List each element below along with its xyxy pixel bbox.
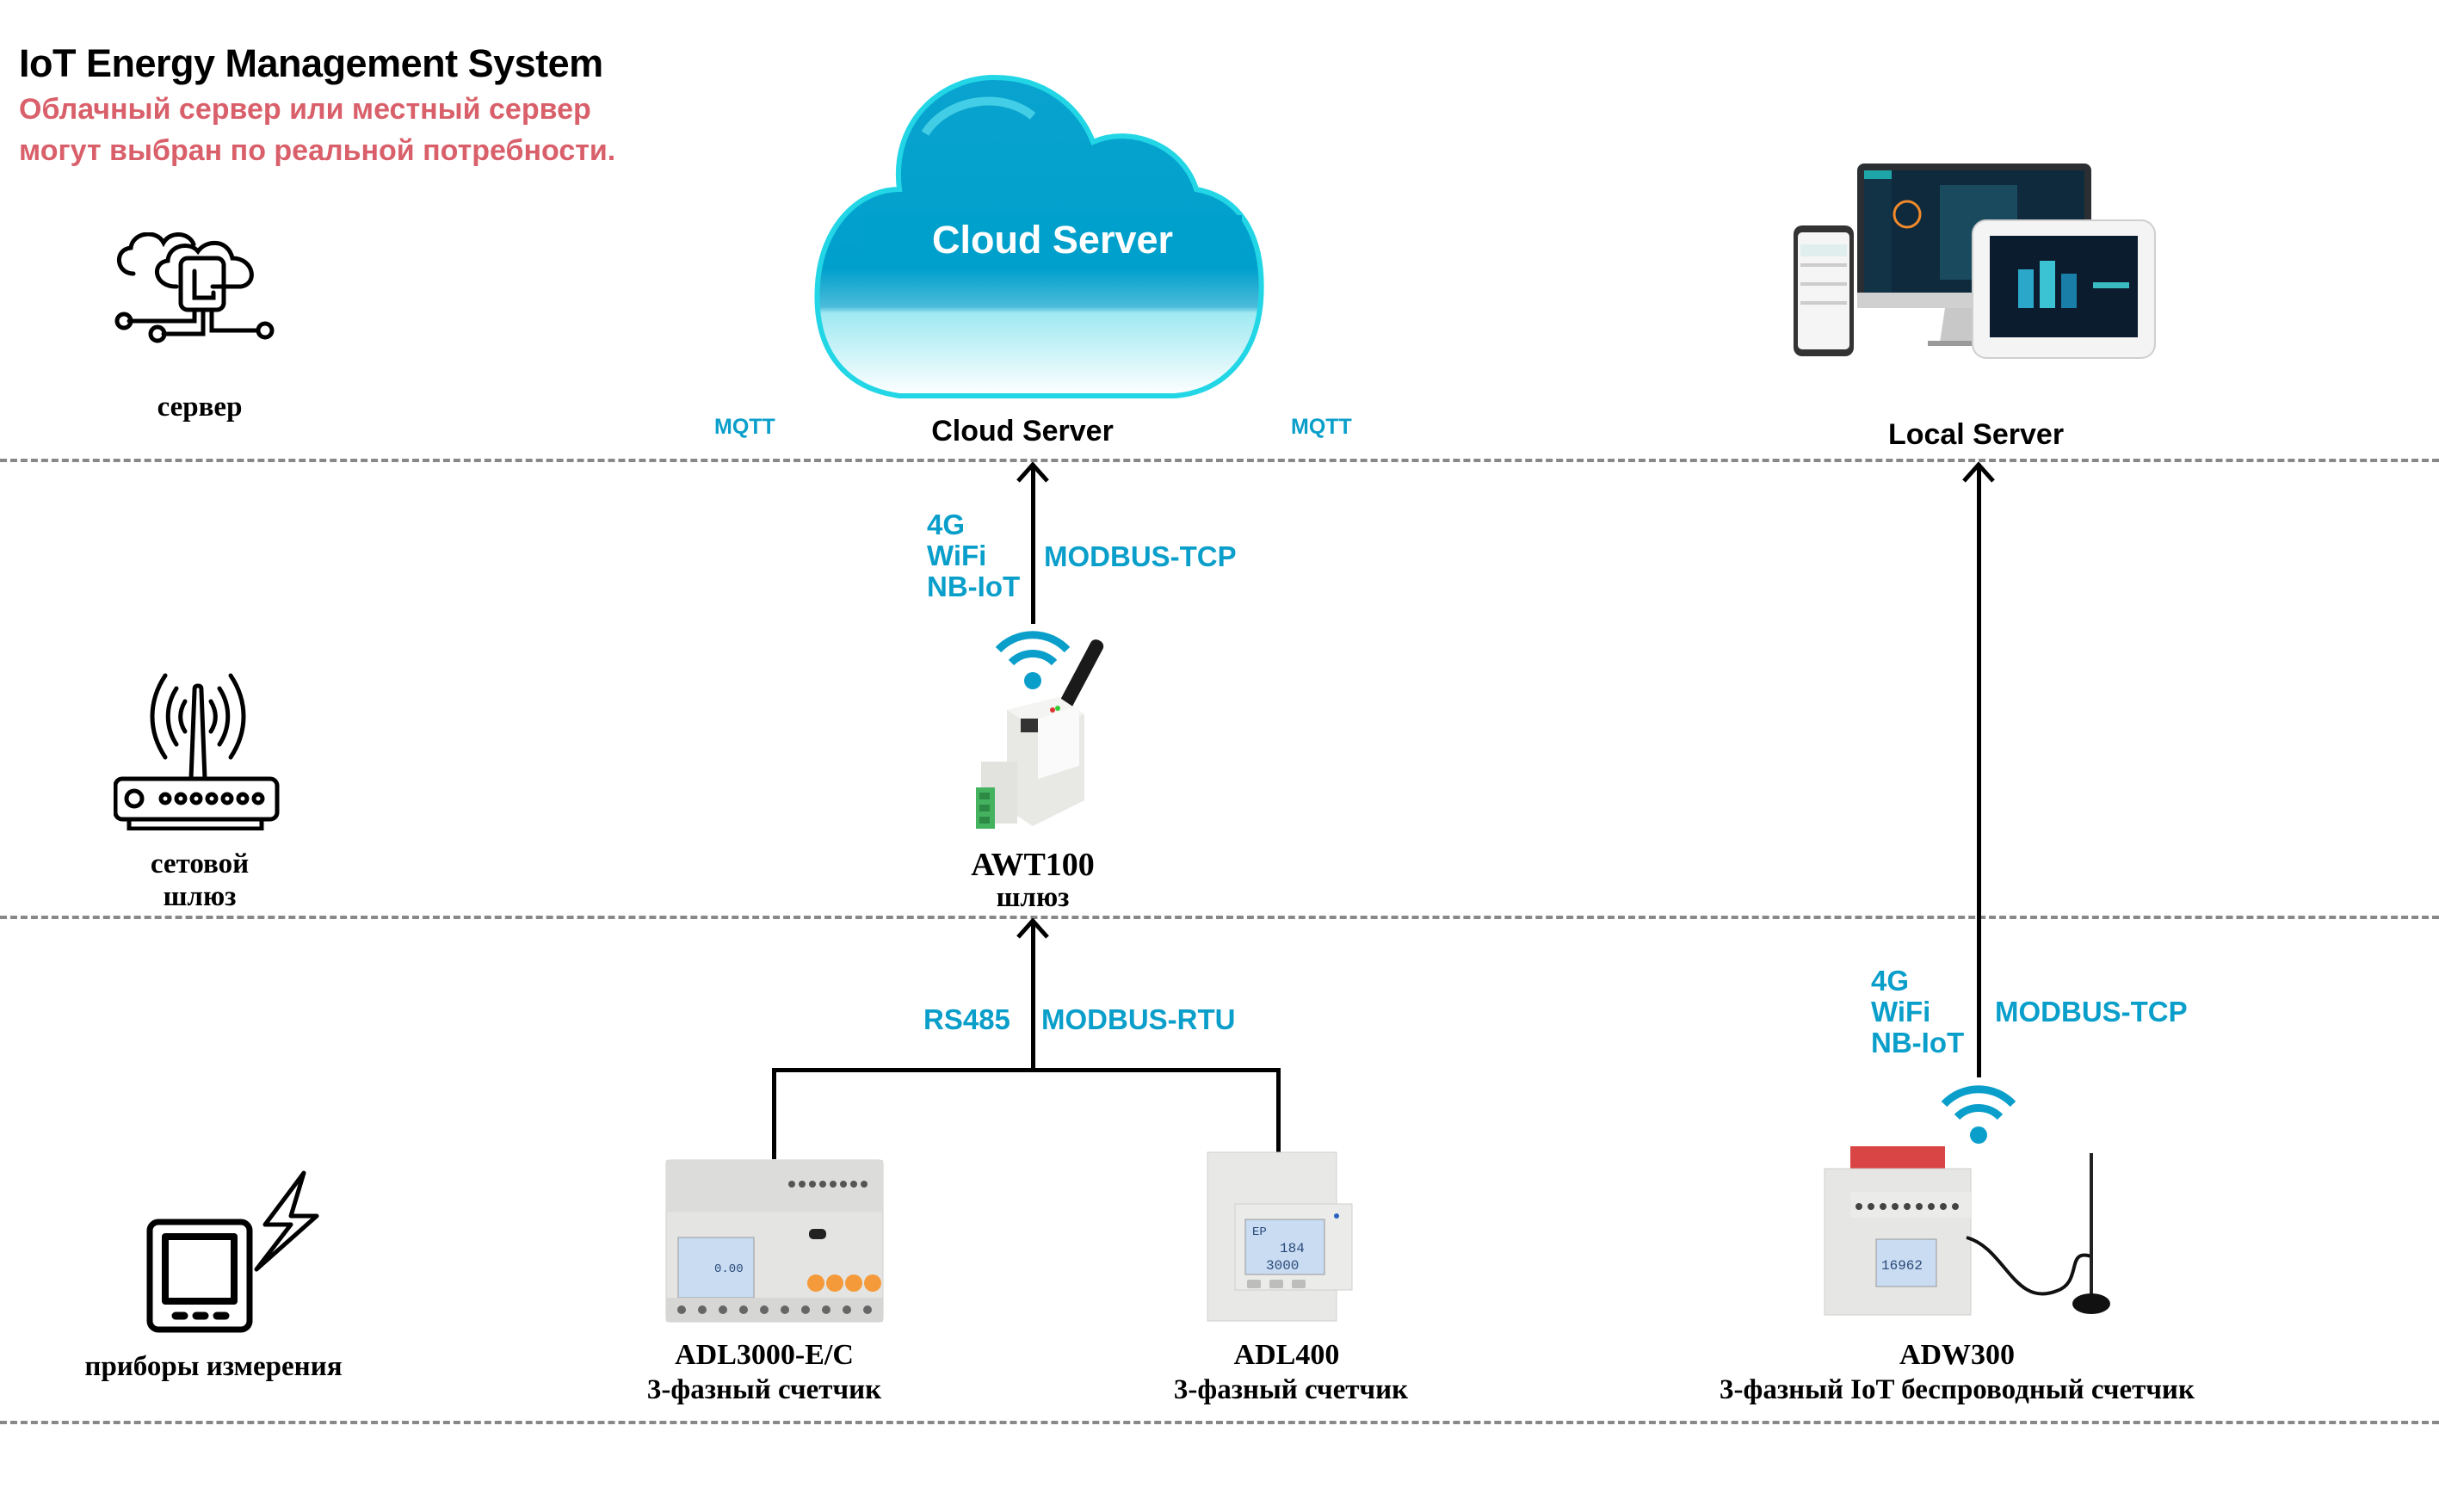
layer-divider-server [0,459,2439,462]
adl3000-lcd-readout: 0.00 [714,1262,744,1276]
network-nbiot: NB-IoT [927,571,1021,602]
adl400-device-image: EP 184 3000 [1201,1151,1357,1323]
layer-label-server: сервер [157,392,243,423]
local-uplink-line [1977,465,1981,1077]
bus-uplink-arrowhead [1016,918,1049,939]
device-desc-adl3000: 3-фазный счетчик [646,1374,882,1405]
layer-divider-meters [0,1421,2439,1424]
layer-label-gateway-line2: шлюз [163,881,237,912]
adw300-device-image: 16962 [1816,1145,2126,1325]
network-4g: 4G [927,509,966,540]
wireless-protocol-label: MODBUS-TCP [1995,996,2188,1028]
network-nbiot: NB-IoT [1871,1027,1965,1058]
adl400-lcd-line3: 3000 [1266,1258,1299,1274]
wifi-icon [1941,1085,2016,1144]
cloud-server-label: Cloud Server [931,415,1114,447]
adl3000-device-image: 0.00 [664,1158,885,1324]
device-desc-adw300: 3-фазный IoT беспроводный счетчик [1720,1374,2195,1405]
bus-drop-adl3000 [772,1068,776,1159]
power-meter-icon [145,1166,325,1334]
awt100-device-image [973,633,1119,843]
adw300-lcd-readout: 16962 [1881,1258,1923,1274]
gateway-protocol-label: MODBUS-TCP [1044,540,1237,572]
cloud-uplink-arrowhead [1016,462,1049,483]
adl400-lcd-line1: EP [1252,1225,1267,1239]
layer-label-gateway-line1: сетовой [150,849,250,879]
cloud-server-graphic: Cloud Server [805,69,1269,404]
cloud-uplink-line [1031,465,1035,624]
device-model-adl400: ADL400 [1233,1339,1340,1371]
cloud-title: Cloud Server [931,218,1174,262]
adl400-lcd-line2: 184 [1280,1241,1305,1256]
mqtt-label-left: MQTT [714,415,775,439]
subtitle-line-1: Облачный сервер или местный сервер [19,93,591,126]
network-4g: 4G [1871,965,1910,997]
bus-uplink-line [1031,921,1035,1071]
page-title: IoT Energy Management System [19,41,603,85]
bus-interface-label: RS485 [923,1003,1010,1035]
gateway-network-list: 4G WiFi NB-IoT [927,509,1020,602]
local-server-label: Local Server [1887,418,2065,451]
layer-label-gateway: сетовой шлюз [151,848,249,913]
bus-protocol-label: MODBUS-RTU [1041,1003,1236,1035]
network-wifi: WiFi [927,540,987,571]
wifi-icon [995,631,1071,689]
device-model-adl3000: ADL3000-E/C [675,1339,854,1371]
wireless-network-list: 4G WiFi NB-IoT [1871,966,1964,1058]
mqtt-label-right: MQTT [1291,415,1352,439]
gateway-type-label: шлюз [996,882,1070,913]
layer-divider-gateway [0,916,2439,919]
device-model-adw300: ADW300 [1899,1339,2016,1371]
bus-drop-adl400 [1276,1068,1281,1152]
local-uplink-arrowhead [1962,462,1995,483]
rs485-bus-line [772,1068,1281,1072]
local-server-devices-image [1781,162,2203,361]
device-desc-adl400: 3-фазный счетчик [1173,1374,1409,1405]
gateway-model-label: AWT100 [971,847,1095,883]
cloud-server-icon [112,231,284,379]
router-icon [113,667,282,831]
layer-label-meters: приборы измерения [84,1351,343,1382]
subtitle-line-2: могут выбран по реальной потребности. [19,134,616,167]
network-wifi: WiFi [1871,996,1931,1028]
